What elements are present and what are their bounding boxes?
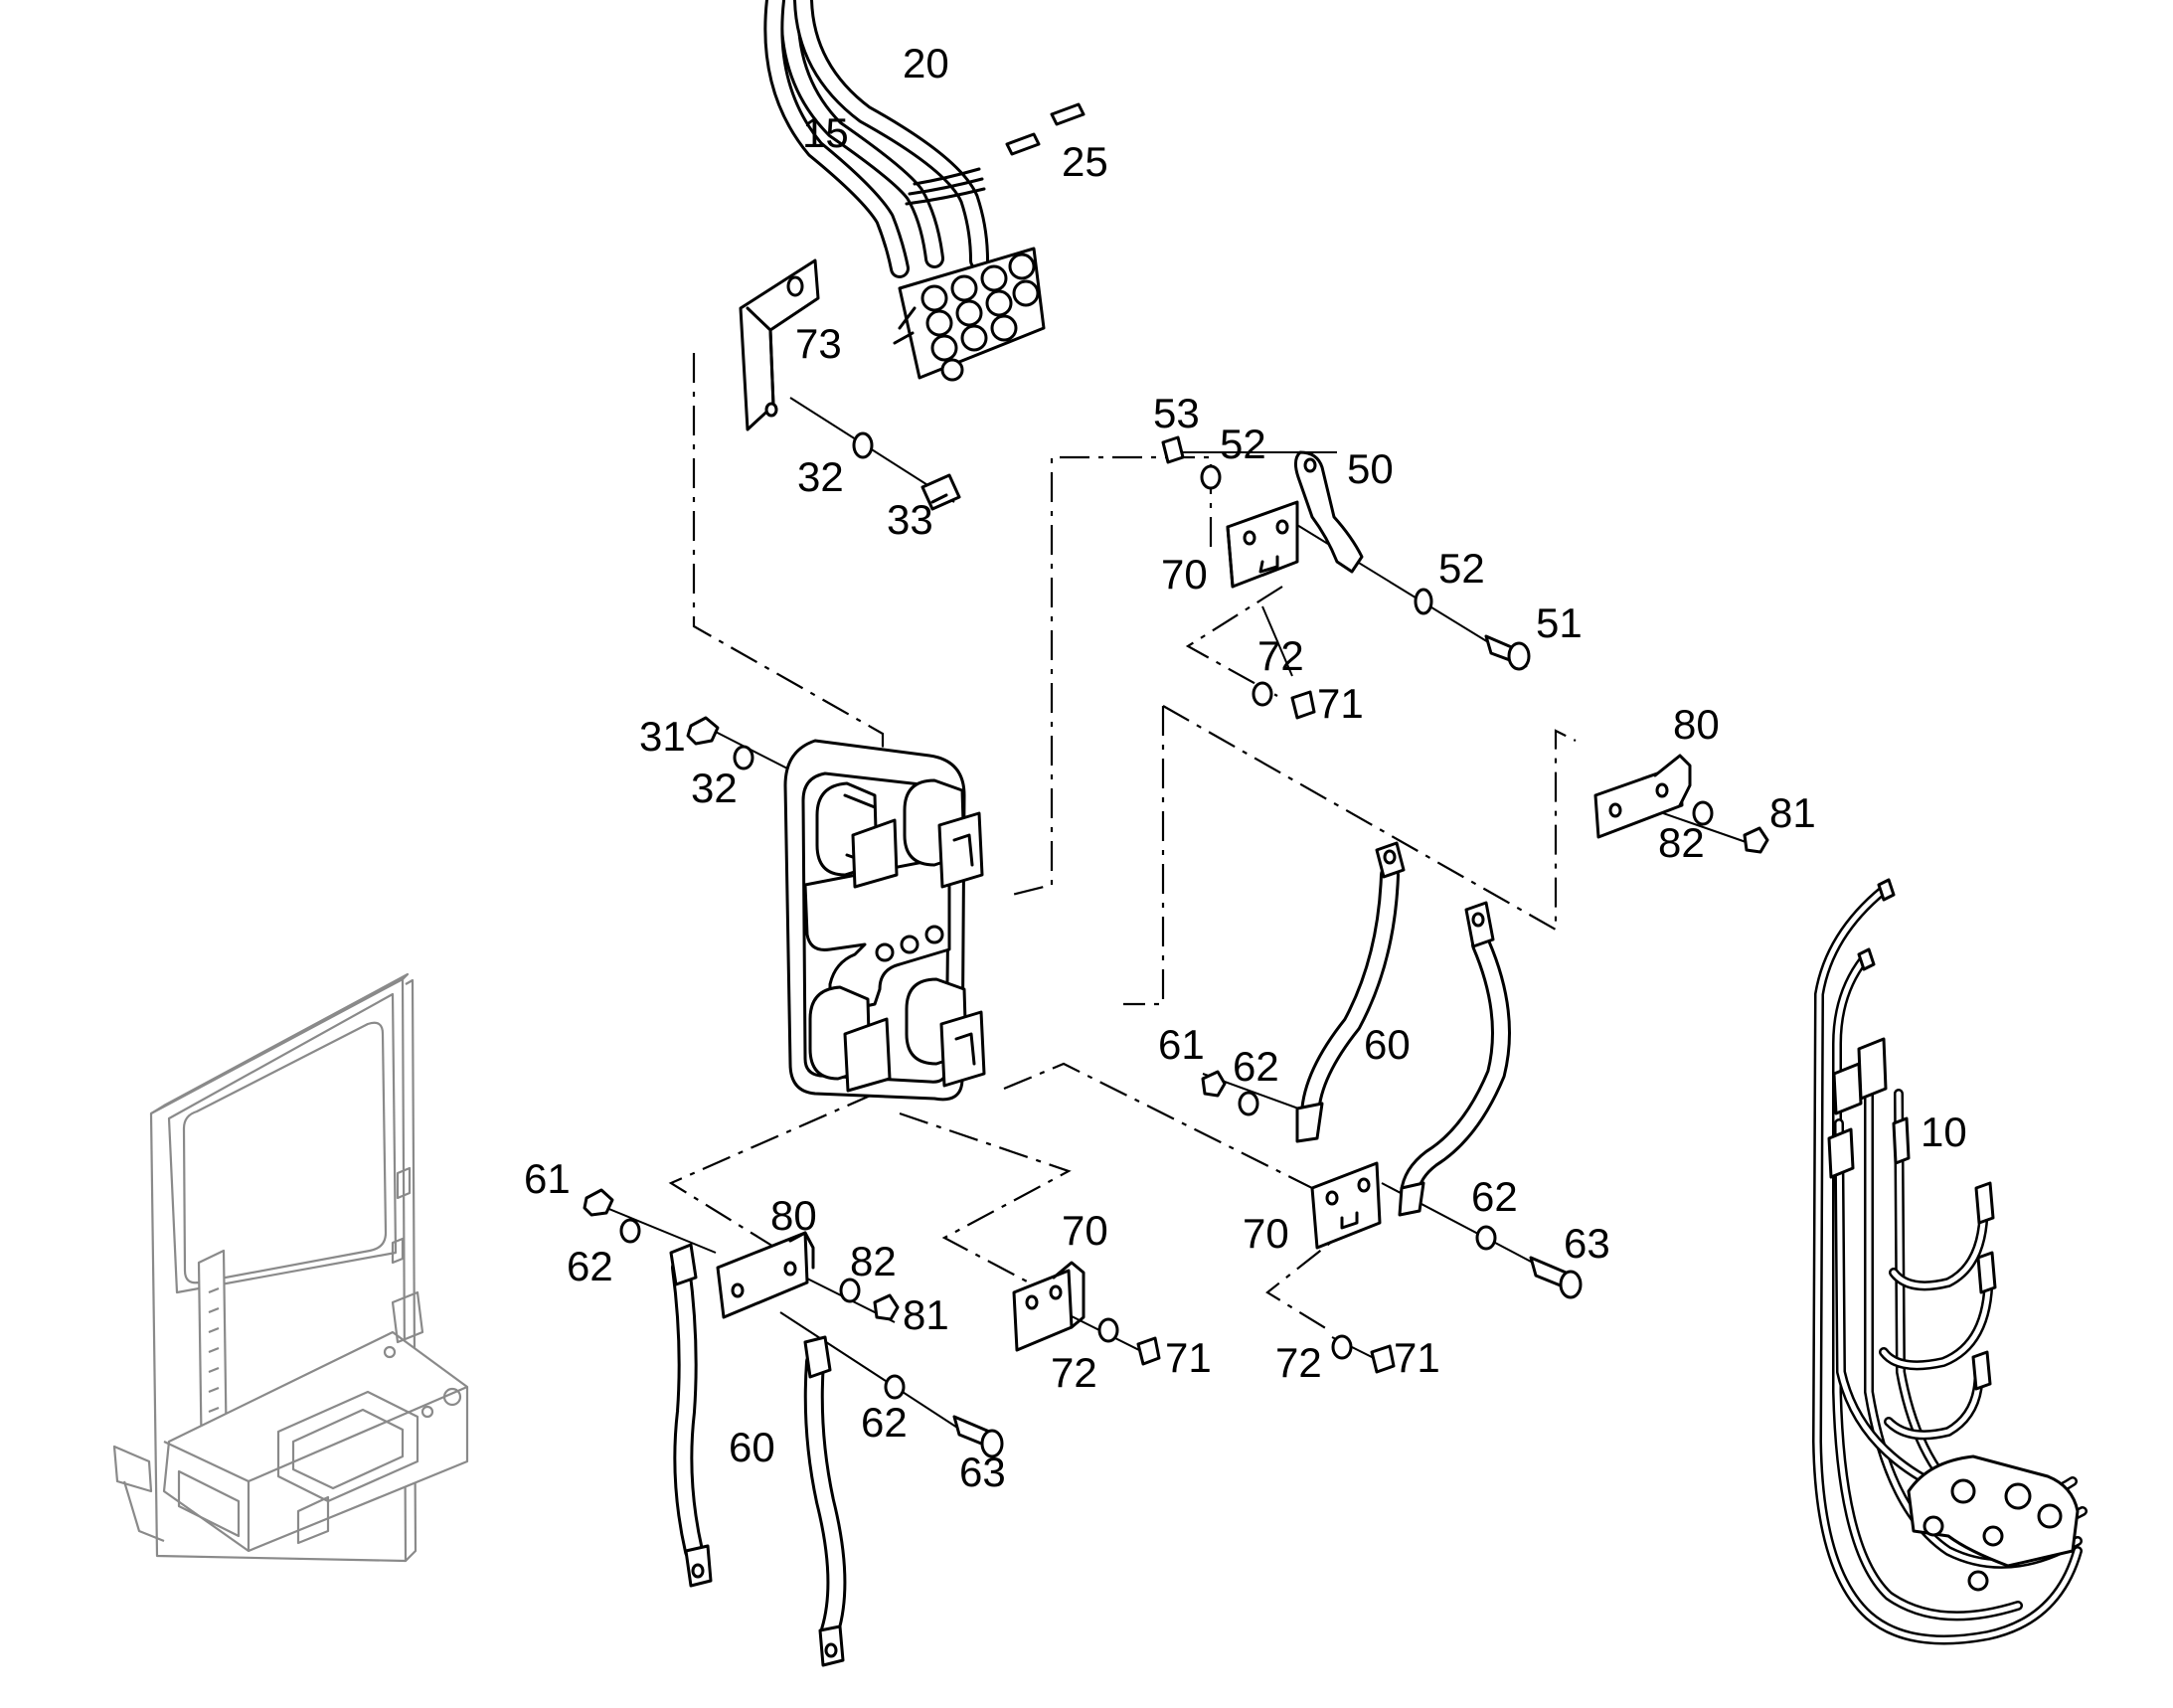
callout-20: 20: [903, 40, 949, 86]
callout-80-left: 80: [770, 1192, 817, 1239]
callout-63-bottom: 63: [959, 1449, 1006, 1495]
cable-lug-50: [1293, 450, 1364, 574]
terminal-block-70-middle: [1310, 1161, 1583, 1374]
callout-33: 33: [887, 496, 933, 543]
callout-60-mid: 60: [1364, 1021, 1411, 1068]
cable-harness-15-20: [763, 0, 1086, 382]
callout-52-right: 52: [1438, 545, 1485, 592]
bolt-51: [1252, 588, 1531, 720]
terminal-block-70-top: [1161, 435, 1299, 589]
callout-61-mid: 61: [1158, 1021, 1205, 1068]
callout-71-lower: 71: [1165, 1334, 1212, 1381]
bracket-73: [739, 258, 961, 511]
callout-80-right: 80: [1673, 701, 1720, 748]
callout-72-lower: 72: [1051, 1349, 1097, 1396]
callout-50: 50: [1347, 445, 1394, 492]
callout-82-right: 82: [1658, 819, 1705, 866]
callout-73: 73: [795, 320, 842, 367]
callout-63-right: 63: [1564, 1220, 1610, 1267]
terminal-block-80-right: [1593, 754, 1769, 854]
cable-60-middle: [1201, 841, 1511, 1217]
callout-72-top: 72: [1257, 632, 1304, 679]
callout-61-left: 61: [524, 1155, 571, 1202]
sleeve-25: [1005, 102, 1086, 156]
callout-60-left: 60: [729, 1424, 775, 1470]
callout-32-top: 32: [797, 453, 844, 500]
connector-cluster: [893, 247, 1046, 382]
reference-frame-ghost: [112, 972, 469, 1563]
callout-62-bottom: 62: [861, 1399, 908, 1446]
harness-10: [1812, 878, 2088, 1645]
lower-left-parts: [583, 1188, 1004, 1667]
callout-81-right: 81: [1769, 789, 1816, 836]
terminal-block-70-lower: [1012, 1261, 1161, 1366]
callout-72-right: 72: [1275, 1339, 1322, 1386]
callout-62-right: 62: [1471, 1173, 1518, 1220]
callout-32-mid: 32: [691, 765, 738, 811]
callout-31: 31: [639, 713, 686, 760]
callout-52-top: 52: [1220, 421, 1266, 467]
callout-71-right: 71: [1394, 1334, 1440, 1381]
callout-labels: 10 15 20 25 73 32 33 53 52 50 70 52 51 7…: [524, 40, 1967, 1495]
callout-70-lower: 70: [1062, 1207, 1108, 1254]
callout-70-top: 70: [1161, 551, 1208, 598]
callout-81-left: 81: [903, 1291, 949, 1338]
callout-70-mid: 70: [1243, 1210, 1289, 1257]
callout-82-left: 82: [850, 1238, 897, 1284]
callout-25: 25: [1062, 138, 1108, 185]
connector-panel: [783, 739, 986, 1102]
callout-71-top: 71: [1317, 680, 1364, 727]
callout-51: 51: [1536, 599, 1583, 646]
callout-53: 53: [1153, 390, 1200, 436]
callout-62-left: 62: [567, 1243, 613, 1289]
callout-62-mid: 62: [1233, 1043, 1279, 1090]
callout-10: 10: [1921, 1109, 1967, 1155]
nut-31-washer-32: [686, 716, 754, 770]
callout-15: 15: [802, 109, 849, 156]
